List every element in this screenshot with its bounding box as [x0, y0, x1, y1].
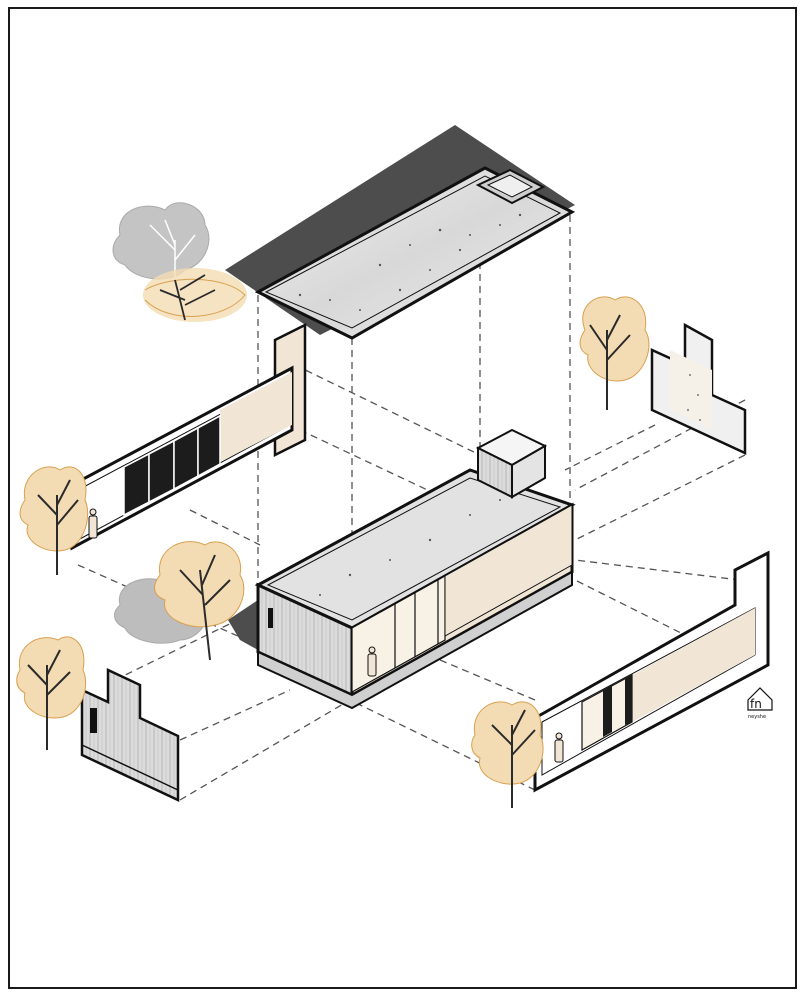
left-wall-windows: [123, 414, 221, 517]
tree-icon: [112, 202, 210, 290]
tree-icon: [16, 636, 87, 750]
bottom-left-wall-panel: [80, 668, 180, 802]
logo-icon: fn neyshe: [747, 687, 773, 720]
roof-slab: [225, 125, 576, 340]
tree-icon: [154, 541, 245, 661]
tree-icon: [471, 701, 544, 808]
logo-monogram: fn: [750, 697, 762, 711]
person-icon: [554, 732, 564, 763]
main-building: [228, 428, 576, 710]
left-wall-panel: [70, 322, 307, 551]
tree-icon: [19, 466, 89, 575]
person-icon: [367, 646, 377, 677]
bottom-right-wall-panel: [533, 550, 770, 793]
tree-icon: [579, 296, 650, 410]
page-frame: [8, 7, 797, 989]
tree-icon: [143, 268, 247, 322]
right-wall-panel: [650, 322, 747, 455]
logo-caption: neyshe: [748, 714, 766, 720]
person-icon: [88, 508, 98, 539]
